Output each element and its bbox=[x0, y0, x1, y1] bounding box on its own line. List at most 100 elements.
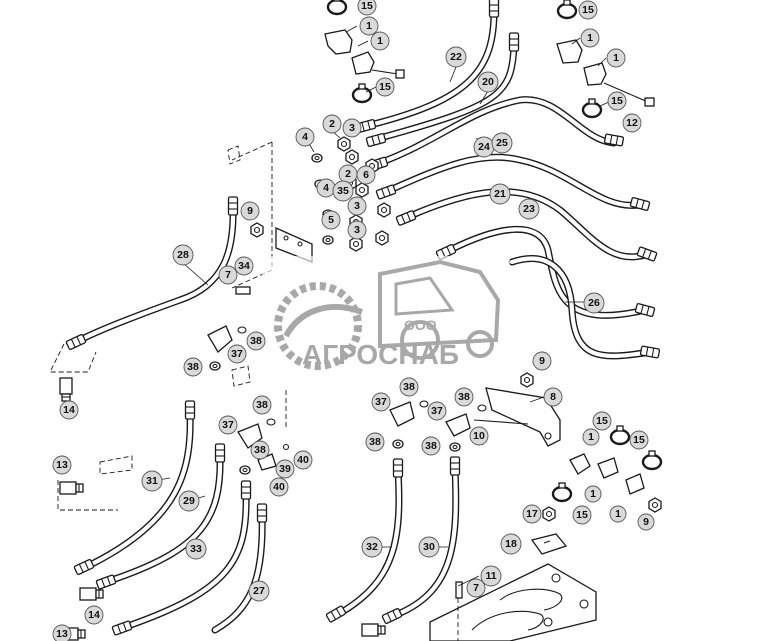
callout: 37 bbox=[427, 401, 447, 421]
mounting-plate-11 bbox=[429, 506, 597, 641]
callout: 9 bbox=[637, 513, 655, 531]
svg-text:7: 7 bbox=[473, 582, 479, 594]
watermark-logo: ООО АГРОСНАБ bbox=[262, 256, 510, 376]
callout: 31 bbox=[141, 470, 163, 492]
svg-text:4: 4 bbox=[323, 182, 329, 194]
callout: 10 bbox=[469, 426, 489, 446]
svg-text:14: 14 bbox=[88, 609, 100, 621]
svg-text:30: 30 bbox=[423, 541, 435, 553]
watermark-company-name: АГРОСНАБ bbox=[302, 339, 459, 370]
svg-text:9: 9 bbox=[643, 516, 649, 528]
callout: 4 bbox=[295, 127, 315, 147]
callout: 38 bbox=[421, 436, 441, 456]
svg-text:15: 15 bbox=[576, 509, 588, 521]
hose-25 bbox=[375, 153, 651, 212]
nut-9-left bbox=[250, 222, 264, 238]
svg-text:8: 8 bbox=[550, 391, 556, 403]
svg-text:1: 1 bbox=[590, 488, 596, 500]
callout: 20 bbox=[477, 71, 499, 93]
callout: 39 bbox=[275, 459, 295, 479]
hose-21 bbox=[395, 188, 658, 262]
hose-26 bbox=[508, 255, 661, 360]
callout: 1 bbox=[609, 505, 627, 523]
callout: 6 bbox=[356, 165, 376, 185]
svg-text:1: 1 bbox=[377, 35, 383, 47]
callout: 12 bbox=[622, 113, 642, 133]
svg-text:12: 12 bbox=[626, 117, 638, 129]
callout: 28 bbox=[172, 244, 194, 266]
svg-text:37: 37 bbox=[375, 396, 387, 408]
svg-text:13: 13 bbox=[56, 459, 68, 471]
svg-text:38: 38 bbox=[254, 444, 266, 456]
callout: 38 bbox=[246, 331, 266, 351]
callout: 2 bbox=[338, 164, 358, 184]
callout: 38 bbox=[399, 377, 419, 397]
svg-text:15: 15 bbox=[611, 95, 623, 107]
callout: 14 bbox=[84, 605, 104, 625]
svg-text:22: 22 bbox=[450, 51, 462, 63]
callout: 37 bbox=[371, 392, 391, 412]
svg-text:38: 38 bbox=[187, 361, 199, 373]
callout: 15 bbox=[629, 430, 649, 450]
callout: 9 bbox=[240, 201, 260, 221]
svg-text:2: 2 bbox=[345, 168, 351, 180]
callout: 33 bbox=[185, 538, 207, 560]
callout: 18 bbox=[500, 533, 522, 555]
svg-text:26: 26 bbox=[588, 297, 600, 309]
elbows-center-right bbox=[361, 400, 487, 637]
callout: 5 bbox=[321, 210, 341, 230]
callout: 40 bbox=[269, 477, 289, 497]
svg-text:11: 11 bbox=[485, 570, 496, 582]
callout: 25 bbox=[491, 132, 513, 154]
callout: 8 bbox=[543, 387, 563, 407]
svg-text:38: 38 bbox=[425, 440, 437, 452]
callout: 40 bbox=[293, 450, 313, 470]
callout: 34 bbox=[234, 256, 254, 276]
svg-text:37: 37 bbox=[231, 348, 243, 360]
svg-text:37: 37 bbox=[431, 405, 443, 417]
callout: 27 bbox=[248, 580, 270, 602]
svg-text:25: 25 bbox=[496, 137, 508, 149]
clamp-assembly-lower-right bbox=[551, 424, 663, 513]
callout: 21 bbox=[489, 183, 511, 205]
callout: 23 bbox=[518, 198, 540, 220]
hose-29 bbox=[95, 443, 226, 590]
svg-text:38: 38 bbox=[369, 436, 381, 448]
svg-text:3: 3 bbox=[354, 224, 360, 236]
svg-text:15: 15 bbox=[379, 81, 391, 93]
adapters-lower-left bbox=[57, 455, 133, 641]
svg-text:34: 34 bbox=[238, 260, 250, 272]
hose-23 bbox=[435, 225, 656, 319]
svg-text:37: 37 bbox=[222, 419, 234, 431]
callout: 37 bbox=[218, 415, 238, 435]
callout: 38 bbox=[183, 357, 203, 377]
hose-32 bbox=[325, 458, 404, 624]
clamp-assembly-top-right bbox=[556, 0, 655, 119]
svg-text:39: 39 bbox=[279, 463, 291, 475]
svg-text:6: 6 bbox=[363, 169, 369, 181]
callout: 2 bbox=[322, 114, 342, 134]
svg-text:13: 13 bbox=[56, 628, 68, 640]
callout: 38 bbox=[365, 432, 385, 452]
svg-text:9: 9 bbox=[539, 355, 545, 367]
hose-31 bbox=[73, 400, 196, 576]
svg-text:15: 15 bbox=[361, 0, 373, 12]
callout: 15 bbox=[607, 91, 627, 111]
svg-text:35: 35 bbox=[337, 185, 349, 197]
callout: 26 bbox=[583, 292, 605, 314]
svg-text:15: 15 bbox=[596, 415, 608, 427]
svg-text:1: 1 bbox=[588, 431, 594, 443]
svg-text:23: 23 bbox=[523, 203, 535, 215]
hose-28 bbox=[49, 196, 239, 402]
svg-text:10: 10 bbox=[473, 430, 485, 442]
callout: 7 bbox=[218, 265, 238, 285]
hose-24 bbox=[367, 96, 625, 172]
bolt-7 bbox=[235, 286, 251, 295]
svg-text:31: 31 bbox=[146, 475, 158, 487]
svg-text:33: 33 bbox=[190, 543, 202, 555]
svg-text:18: 18 bbox=[505, 538, 517, 550]
svg-text:4: 4 bbox=[302, 131, 308, 143]
bracket-8 bbox=[473, 372, 561, 447]
callout: 22 bbox=[445, 46, 467, 68]
